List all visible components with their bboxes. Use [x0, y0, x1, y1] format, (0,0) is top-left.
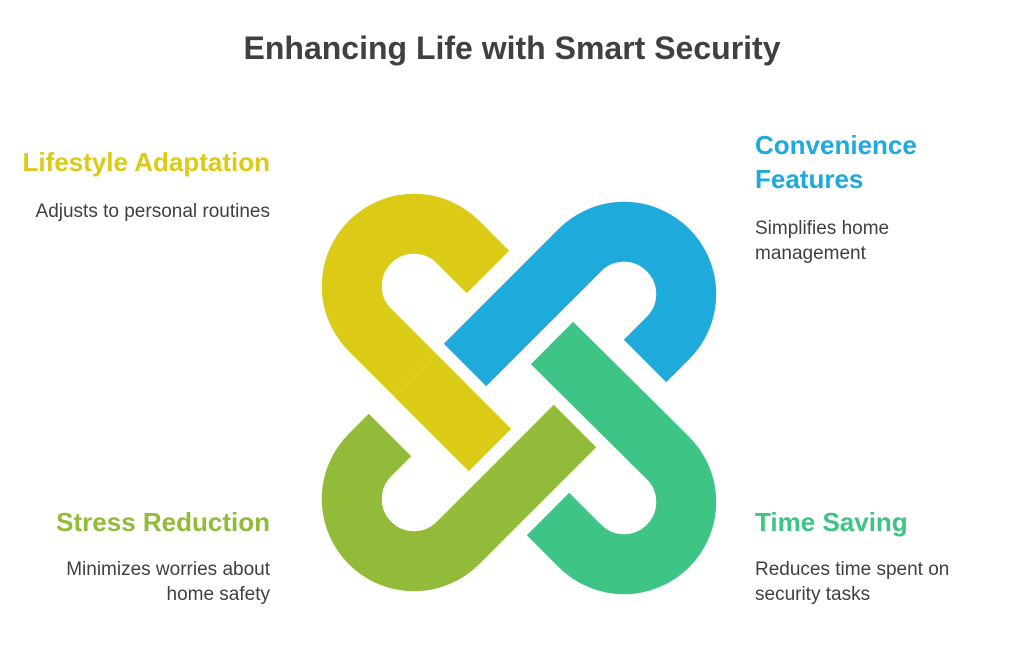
lifestyle-adaptation-description: Adjusts to personal routines	[35, 201, 270, 222]
stress-reduction-heading: Stress Reduction	[56, 507, 270, 537]
time-saving-description: Reduces time spent on security tasks	[755, 559, 950, 605]
blue-loop	[443, 201, 717, 387]
lifestyle-adaptation-heading: Lifestyle Adaptation	[22, 147, 270, 177]
time-saving-block: Time Saving Reduces time spent on securi…	[755, 505, 1005, 607]
time-saving-heading: Time Saving	[755, 507, 908, 537]
green-loop	[526, 321, 717, 595]
olive-loop	[321, 404, 597, 592]
page-title: Enhancing Life with Smart Security	[243, 30, 781, 66]
stress-reduction-description: Minimizes worries about home safety	[66, 559, 270, 605]
convenience-features-description: Simplifies home management	[755, 218, 890, 264]
yellow-crossing	[393, 353, 512, 472]
yellow-loop	[321, 193, 512, 472]
convenience-features-heading: Convenience Features	[755, 130, 917, 194]
stress-reduction-block: Stress Reduction Minimizes worries about…	[20, 505, 270, 607]
lifestyle-adaptation-block: Lifestyle Adaptation Adjusts to personal…	[20, 145, 270, 224]
convenience-features-block: Convenience Features Simplifies home man…	[755, 128, 1005, 266]
